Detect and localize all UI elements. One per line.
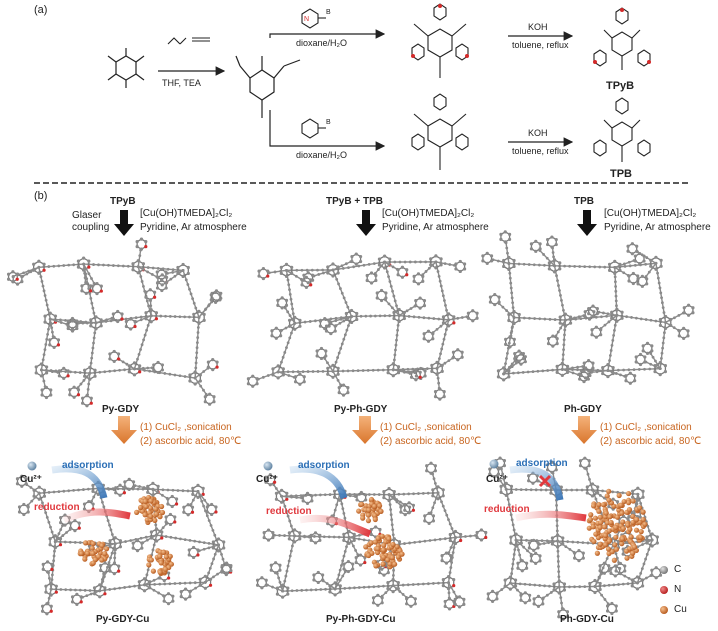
glaser-label-1: Glaser	[72, 210, 102, 221]
catalyst-label-3: [Cu(OH)TMEDA]₂Cl₂	[604, 208, 697, 219]
product-label-2: Py-Ph-GDY-Cu	[326, 614, 396, 625]
step1-label-3: (1) CuCl₂ ,sonication	[600, 422, 692, 433]
coupling-arrows	[114, 210, 597, 236]
reduction-label-1: reduction	[34, 502, 80, 513]
legend-c: C	[674, 564, 682, 575]
condition-upper: toluene, reflux	[512, 40, 569, 50]
reagent-koh-lower: KOH	[528, 128, 548, 138]
reagent-koh-upper: KOH	[528, 22, 548, 32]
reagent-thf-tea: THF, TEA	[162, 78, 201, 88]
upper-intermediate	[411, 3, 469, 78]
legend-cu: Cu	[674, 604, 687, 615]
branch-arrows	[269, 29, 574, 151]
catalyst-label-1: [Cu(OH)TMEDA]₂Cl₂	[140, 208, 233, 219]
adsorption-label-1: adsorption	[62, 460, 114, 471]
product-label-1: Py-GDY-Cu	[96, 614, 150, 625]
tpb-structure	[593, 97, 651, 162]
process-arrows	[51, 465, 587, 538]
product-tpb: TPB	[610, 168, 632, 180]
svg-text:B: B	[326, 9, 331, 16]
gdy-networks	[6, 230, 695, 621]
cu-ion-label-1: Cu²⁺	[20, 474, 42, 485]
cu-ion-label-3: Cu²⁺	[486, 474, 508, 485]
orange-arrows	[111, 416, 597, 444]
starting-material	[107, 48, 145, 88]
reagent-dioxane-upper: dioxane/H₂O	[296, 38, 348, 48]
monomer-label-3: TPB	[574, 196, 594, 207]
monomer-label-1: TPyB	[110, 196, 136, 207]
reagent-dioxane-lower: dioxane/H₂O	[296, 150, 348, 160]
catalyst-label-2: [Cu(OH)TMEDA]₂Cl₂	[382, 208, 475, 219]
step1-label-1: (1) CuCl₂ ,sonication	[140, 422, 232, 433]
tpyb-structure	[593, 7, 651, 70]
atom-legend-balls	[660, 566, 668, 614]
cu-ion-balls	[27, 459, 499, 471]
legend-n: N	[674, 584, 682, 595]
network-label-2: Py-Ph-GDY	[334, 404, 388, 415]
lower-intermediate	[411, 93, 469, 170]
blocked-cross-icon	[538, 474, 552, 488]
cu-clusters	[77, 488, 648, 576]
intermediate	[235, 55, 301, 118]
adsorption-label-2: adsorption	[298, 460, 350, 471]
cu-ion-label-2: Cu²⁺	[256, 474, 278, 485]
reaction-arrow-1	[158, 37, 226, 76]
solvent-label-3: Pyridine, Ar atmosphere	[604, 222, 711, 233]
pyridine-boronic-acid: N B	[301, 8, 331, 29]
reduction-label-2: reduction	[266, 506, 312, 517]
network-label-1: Py-GDY	[102, 404, 140, 415]
panel-b-label: (b)	[34, 190, 48, 202]
step1-label-2: (1) CuCl₂ ,sonication	[380, 422, 472, 433]
adsorption-label-3: adsorption	[516, 458, 568, 469]
step2-label-1: (2) ascorbic acid, 80℃	[140, 436, 242, 447]
step2-label-3: (2) ascorbic acid, 80℃	[600, 436, 702, 447]
reduction-label-3: reduction	[484, 504, 530, 515]
step2-label-2: (2) ascorbic acid, 80℃	[380, 436, 482, 447]
phenyl-boronic-acid: B	[301, 118, 331, 139]
product-label-3: Ph-GDY-Cu	[560, 614, 614, 625]
monomer-label-2: TPyB + TPB	[326, 196, 383, 207]
solvent-label-1: Pyridine, Ar atmosphere	[140, 222, 247, 233]
svg-text:N: N	[304, 16, 309, 23]
svg-text:B: B	[326, 119, 331, 126]
glaser-label-2: coupling	[72, 222, 110, 233]
panel-a-label: (a)	[34, 4, 48, 16]
network-label-3: Ph-GDY	[564, 404, 602, 415]
condition-lower: toluene, reflux	[512, 146, 569, 156]
product-tpyb: TPyB	[606, 80, 635, 92]
solvent-label-2: Pyridine, Ar atmosphere	[382, 222, 489, 233]
